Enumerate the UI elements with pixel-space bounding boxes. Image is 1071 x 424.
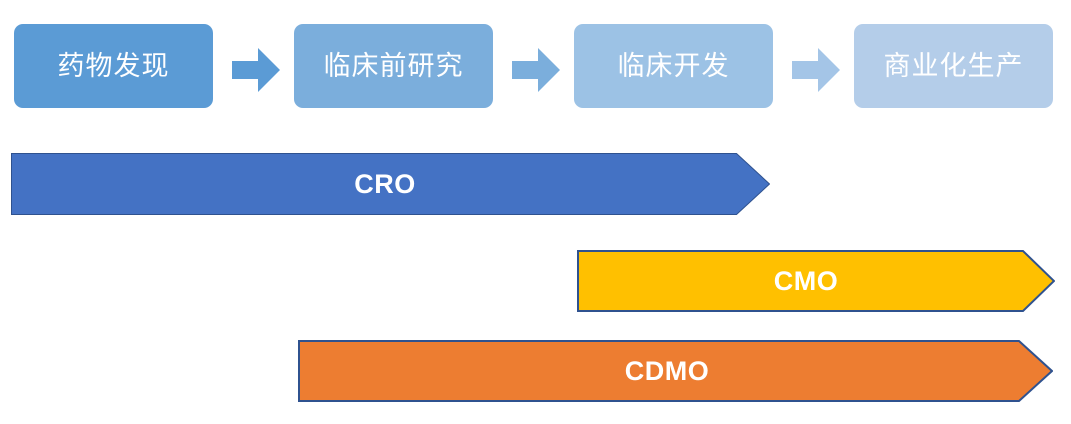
- arrow-right-icon: [232, 48, 280, 92]
- scope-arrow-cro[interactable]: CRO: [11, 153, 770, 215]
- stage-label: 临床开发: [617, 50, 730, 82]
- arrow-right-icon: [512, 48, 560, 92]
- stage-box-preclinical-research[interactable]: 临床前研究: [294, 24, 493, 108]
- stage-label: 药物发现: [57, 50, 170, 82]
- arrow-right-icon: [792, 48, 840, 92]
- stage-label: 商业化生产: [883, 50, 1024, 82]
- stage-box-clinical-development[interactable]: 临床开发: [574, 24, 773, 108]
- stage-label: 临床前研究: [323, 50, 464, 82]
- stage-box-drug-discovery[interactable]: 药物发现: [14, 24, 213, 108]
- scope-arrow-cmo[interactable]: CMO: [577, 250, 1055, 312]
- stage-box-commercial-production[interactable]: 商业化生产: [854, 24, 1053, 108]
- scope-arrow-cdmo[interactable]: CDMO: [298, 340, 1053, 402]
